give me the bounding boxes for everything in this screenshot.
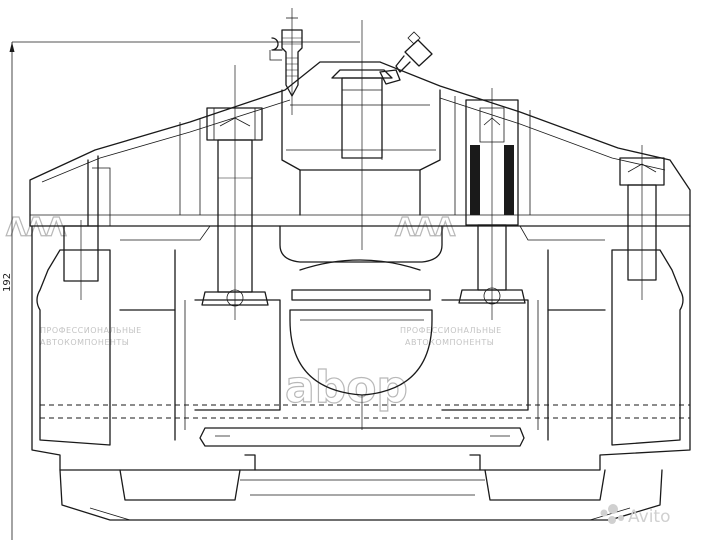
left-bolt-bushing — [201, 291, 269, 306]
brake-pad — [199, 427, 525, 447]
avito-dot-3 — [608, 516, 616, 524]
bracket-inner-ribs — [184, 300, 539, 430]
lower-mount-chamfers — [89, 507, 631, 521]
left-bolt-head — [206, 107, 263, 141]
central-block-ribs — [286, 104, 436, 151]
watermark-line-2: АВТОКОМПОНЕНТЫ — [405, 338, 494, 347]
left-pocket — [179, 118, 201, 215]
right-boot-left — [470, 145, 480, 215]
central-top-block — [281, 89, 441, 171]
watermark-brand: ΛΛΛ — [395, 213, 455, 243]
left-ear-inner — [92, 167, 111, 226]
lower-mount-tabs — [244, 454, 481, 471]
lower-mount-outline — [59, 469, 663, 521]
connector-tab — [407, 31, 421, 45]
avito-dot-4 — [618, 515, 624, 521]
right-pocket — [454, 96, 531, 215]
watermark: ПРОФЕССИОНАЛЬНЫЕ АВТОКОМПОНЕНТЫ ПРОФЕССИ… — [5, 212, 502, 413]
connector-base — [379, 69, 401, 85]
wear-sensor-connector — [379, 31, 433, 85]
dimension-value: 192 — [2, 273, 13, 292]
bracket-inner-walls — [174, 249, 549, 441]
watermark-brand-left: ΛΛΛ — [6, 213, 66, 243]
bleeder-cap-strap — [269, 50, 282, 61]
right-bolt-sleeve — [465, 99, 519, 226]
caliper-window — [194, 225, 529, 430]
bleeder-body — [281, 29, 303, 97]
caliper-bracket — [31, 225, 691, 471]
bleeder-valve — [269, 8, 303, 115]
window-bridge — [291, 289, 431, 301]
lower-mount-lugs — [119, 469, 606, 501]
connector-neck — [395, 55, 411, 73]
avito-dot-1 — [600, 509, 608, 517]
watermark-line-1-left: ПРОФЕССИОНАЛЬНЫЕ — [40, 326, 142, 335]
hidden-lines — [40, 404, 690, 419]
side-bolt-left — [63, 220, 99, 300]
central-boss — [331, 20, 393, 250]
housing-inner-left — [41, 99, 291, 183]
watermark-line-1: ПРОФЕССИОНАЛЬНЫЕ — [400, 326, 502, 335]
caliper-housing — [29, 61, 691, 227]
bracket-outline — [31, 225, 691, 471]
window-arch-upper — [299, 259, 421, 271]
right-boot-right — [504, 145, 514, 215]
avito-label: Avito — [628, 507, 670, 527]
right-bolt-bushing — [458, 289, 526, 304]
window-side-cavities — [194, 299, 529, 411]
right-bolt-head — [479, 107, 505, 143]
left-guide-bolt — [201, 65, 269, 320]
left-ear — [87, 155, 99, 227]
boss-cap — [331, 69, 393, 79]
dimension-arrow-top — [9, 42, 15, 52]
lower-mounting — [59, 454, 663, 521]
height-dimension: 192 — [2, 41, 360, 540]
side-bolt-right — [619, 145, 665, 300]
piston-pocket — [289, 309, 433, 396]
bracket-shoulders — [120, 225, 605, 241]
lower-mount-ribs — [240, 479, 485, 496]
left-bracket-arm — [36, 249, 111, 446]
side-bolt-head — [619, 157, 665, 186]
window-top-frame — [279, 225, 443, 263]
right-bracket-arm — [611, 249, 684, 446]
pad-outline — [199, 427, 525, 447]
avito-watermark: Avito — [600, 504, 670, 527]
avito-dot-2 — [608, 504, 618, 514]
central-block-sides — [299, 169, 421, 216]
housing-outline — [29, 61, 691, 227]
watermark-line-2-left: АВТОКОМПОНЕНТЫ — [40, 338, 129, 347]
right-guide-bolt — [458, 88, 526, 320]
bleeder-cap-loop — [271, 37, 283, 51]
